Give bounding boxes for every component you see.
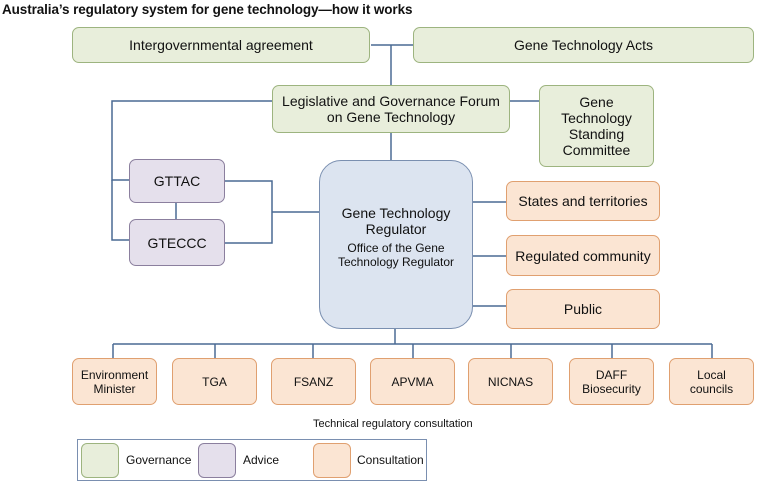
box-label: GTECCC xyxy=(147,234,207,251)
legend-label-consultation: Consultation xyxy=(357,453,424,467)
box-label-line: Biosecurity xyxy=(582,381,641,396)
box-label: TGA xyxy=(202,374,227,389)
box-gttac: GTTAC xyxy=(129,159,225,203)
box-tga: TGA xyxy=(172,358,257,405)
connector-advice-bracket xyxy=(225,180,273,244)
regulator-office-line: Office of the Gene xyxy=(347,241,445,255)
box-nicnas: NICNAS xyxy=(468,358,553,405)
box-label: Gene Technology Acts xyxy=(513,37,654,53)
box-label-line: Minister xyxy=(93,381,136,396)
legend-label-advice: Advice xyxy=(243,453,280,467)
box-legislative-governance-forum: Legislative and Governance Forum on Gene… xyxy=(272,85,510,133)
legend-swatch-consultation xyxy=(313,443,351,478)
legend-swatch-governance xyxy=(81,443,119,478)
box-fsanz: FSANZ xyxy=(271,358,356,405)
box-label-line: Gene xyxy=(579,94,614,110)
box-states-territories: States and territories xyxy=(506,181,660,221)
legend-label-governance: Governance xyxy=(126,453,192,467)
regulator-office-line: Technology Regulator xyxy=(337,255,455,269)
diagram-title: Australia’s regulatory system for gene t… xyxy=(2,2,413,17)
box-label: GTTAC xyxy=(153,173,201,189)
legend: Governance Advice Consultation xyxy=(77,439,427,481)
box-label-line: DAFF xyxy=(595,367,628,382)
box-apvma: APVMA xyxy=(370,358,455,405)
box-label: States and territories xyxy=(518,193,648,209)
legend-swatch-advice xyxy=(198,443,236,478)
box-label-line: Environment xyxy=(80,367,149,382)
box-label: APVMA xyxy=(391,374,434,389)
box-label-line: Legislative and Governance Forum xyxy=(282,93,500,109)
box-public: Public xyxy=(506,289,660,329)
consultation-caption: Technical regulatory consultation xyxy=(313,418,473,430)
regulator-office: Office of the Gene Technology Regulator xyxy=(338,241,454,269)
box-standing-committee: Gene Technology Standing Committee xyxy=(539,85,654,167)
box-environment-minister: Environment Minister xyxy=(72,358,157,405)
box-label: Public xyxy=(563,301,603,317)
box-label-line: Committee xyxy=(562,142,631,158)
box-intergovernmental-agreement: Intergovernmental agreement xyxy=(72,27,370,63)
box-label-line: Technology xyxy=(561,110,632,126)
box-gteccc: GTECCC xyxy=(129,219,225,266)
box-regulated-community: Regulated community xyxy=(506,235,660,276)
regulator-title-line: Gene Technology xyxy=(341,205,451,221)
box-gene-technology-acts: Gene Technology Acts xyxy=(413,27,754,63)
box-label-line: on Gene Technology xyxy=(326,109,456,125)
box-label-line: Standing xyxy=(568,126,625,142)
box-daff-biosecurity: DAFF Biosecurity xyxy=(569,358,654,405)
box-local-councils: Local councils xyxy=(669,358,754,405)
connector-forum-gttac xyxy=(111,100,272,181)
box-label-line: Local xyxy=(697,367,726,382)
box-label: NICNAS xyxy=(487,374,534,389)
box-label-line: councils xyxy=(689,381,734,396)
connector-forum-gteccc xyxy=(111,180,130,241)
box-gene-technology-regulator: Gene Technology Regulator Office of the … xyxy=(319,160,473,329)
regulator-title-line: Regulator xyxy=(365,221,427,237)
box-label: FSANZ xyxy=(293,374,334,389)
box-label: Intergovernmental agreement xyxy=(129,37,313,53)
box-label: Regulated community xyxy=(515,247,651,264)
